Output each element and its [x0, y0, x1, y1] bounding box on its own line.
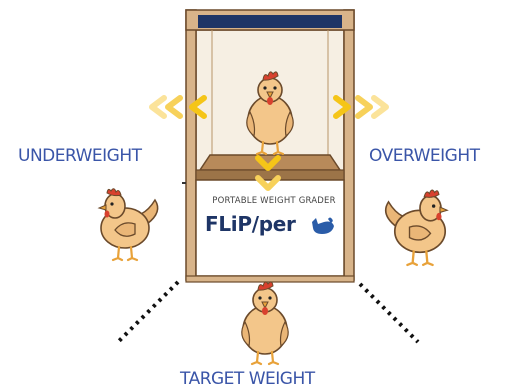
arrow-left-chevrons-icon	[149, 95, 207, 119]
hen-overweight	[384, 188, 449, 267]
arrow-right-chevrons-icon	[333, 95, 389, 119]
label-overweight: OVERWEIGHT	[369, 146, 480, 166]
panel-caption: PORTABLE WEIGHT GRADER	[212, 196, 336, 206]
chicken-silhouette-icon	[310, 216, 336, 240]
label-underweight: UNDERWEIGHT	[18, 146, 142, 166]
dotted-line-right	[358, 282, 420, 344]
dotted-line-left	[116, 280, 180, 344]
label-target-weight: TARGET WEIGHT	[180, 369, 315, 389]
arrow-down-chevrons-icon	[255, 155, 281, 191]
brand-logo-text: FLiP/per	[205, 212, 296, 236]
hen-target-weight	[240, 280, 290, 366]
hen-underweight	[97, 187, 159, 262]
grader-frame	[182, 9, 355, 283]
